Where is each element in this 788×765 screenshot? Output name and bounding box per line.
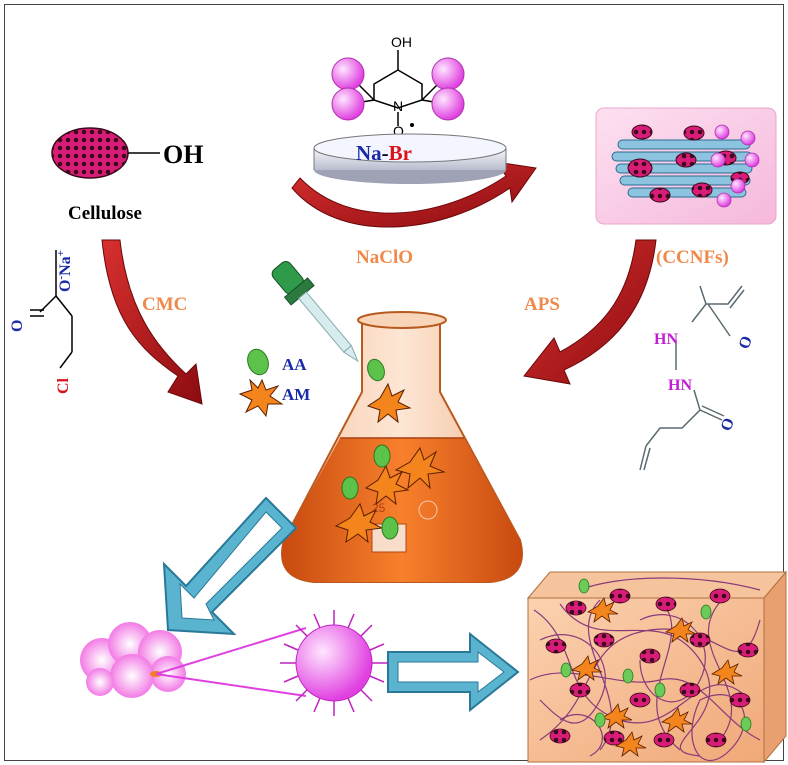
aa-legend-icon xyxy=(247,348,269,376)
aa-label: AA xyxy=(282,355,307,374)
left-curved-arrow xyxy=(101,239,203,405)
magnify-lines xyxy=(155,627,307,697)
reaction-flask: 25 xyxy=(281,311,523,583)
cmc-sodium-charge: + xyxy=(55,250,67,256)
cellulose-label: Cellulose xyxy=(68,203,142,224)
nabr-dash: - xyxy=(382,141,389,165)
sodium-label: Na xyxy=(356,141,382,165)
cmc-chloride: Cl xyxy=(55,377,72,394)
am-label: AM xyxy=(282,385,310,404)
tempo-hydroxyl-label: OH xyxy=(391,34,412,50)
cmc-sodium: Na xyxy=(57,256,74,276)
mba-structure xyxy=(639,285,745,471)
petri-dish xyxy=(313,133,507,184)
mba-carbonyl-1: O xyxy=(736,334,756,352)
bromide-label: Br xyxy=(389,141,412,165)
ccnfs-label: (CCNFs) xyxy=(656,247,729,268)
tempo-molecule xyxy=(331,50,465,127)
hydrogel-cloud xyxy=(80,622,186,698)
mba-amide-2: HN xyxy=(668,377,692,394)
cellulose-particle xyxy=(51,127,160,179)
cmc-label: CMC xyxy=(142,294,187,315)
flask-monomers xyxy=(334,358,446,544)
ccnf-bundle xyxy=(595,107,777,225)
cmc-carboxylate-o: O xyxy=(57,280,74,292)
down-left-arrow xyxy=(162,496,298,636)
cmc-carbonyl-o: O xyxy=(9,320,26,332)
right-curved-arrow xyxy=(523,239,657,385)
dropper xyxy=(271,261,359,363)
mba-amide-1: HN xyxy=(654,331,678,348)
naclo-label: NaClO xyxy=(356,247,413,268)
spiky-particle xyxy=(280,610,388,716)
aps-label: APS xyxy=(524,294,560,315)
hydrogel-network-cube xyxy=(526,570,788,764)
cmc-carboxylate: O-Na+ xyxy=(55,250,74,292)
tempo-oxygen-label: O xyxy=(393,123,404,139)
hydroxyl-label: OH xyxy=(163,140,203,169)
nabr-label: Na-Br xyxy=(356,141,412,165)
top-curved-arrow xyxy=(291,161,537,228)
chloroacetate-structure xyxy=(30,250,73,369)
cmc-carboxylate-charge: - xyxy=(55,276,67,280)
mba-carbonyl-2: O xyxy=(718,416,738,434)
am-legend-icon xyxy=(238,378,284,418)
figure-frame xyxy=(4,4,784,761)
tempo-nitrogen-label: N xyxy=(393,98,403,114)
right-arrow xyxy=(387,631,520,713)
